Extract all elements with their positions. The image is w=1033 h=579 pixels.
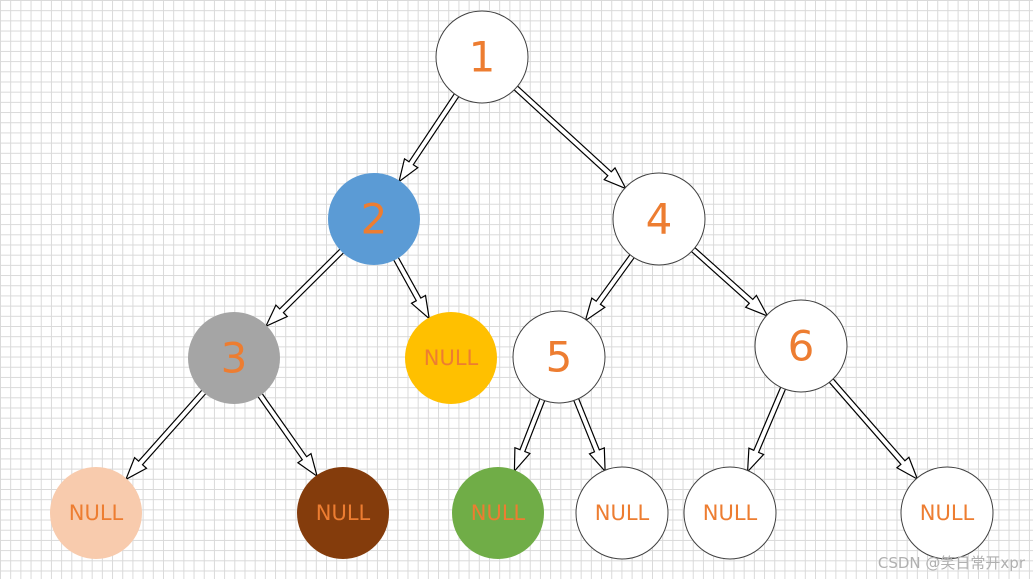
edge-arrow-n1-to-n2 xyxy=(398,91,461,184)
edge-arrow-n3-to-null-c xyxy=(256,391,319,478)
null-node-null-f: NULL xyxy=(683,466,777,560)
edge-arrow-n4-to-n6 xyxy=(689,245,769,318)
edge-arrow-n6-to-null-g xyxy=(827,376,919,481)
tree-node-n6: 6 xyxy=(754,299,848,393)
node-circle xyxy=(50,467,142,559)
edge-arrow-n2-to-n3 xyxy=(264,247,346,328)
tree-node-n3: 3 xyxy=(188,312,280,404)
node-circle xyxy=(683,466,777,560)
node-label: NULL xyxy=(69,501,124,525)
node-label: NULL xyxy=(703,501,758,525)
node-circle xyxy=(612,172,706,266)
node-label: NULL xyxy=(471,501,526,525)
edge-arrow-n2-to-null-a xyxy=(392,255,431,321)
node-circle xyxy=(452,467,544,559)
null-node-null-b: NULL xyxy=(50,467,142,559)
watermark: CSDN @笑日常开xpr xyxy=(877,554,1025,572)
node-circle xyxy=(754,299,848,393)
edge-arrow-n6-to-null-f xyxy=(746,384,787,474)
null-node-null-c: NULL xyxy=(297,467,389,559)
node-label: NULL xyxy=(595,501,650,525)
node-label: NULL xyxy=(316,501,371,525)
tree-node-n2: 2 xyxy=(328,173,420,265)
edge-arrow-n3-to-null-b xyxy=(124,388,208,481)
node-circle xyxy=(435,10,529,104)
null-node-null-d: NULL xyxy=(452,467,544,559)
node-circle xyxy=(512,310,606,404)
node-label: 4 xyxy=(646,195,673,244)
node-circle xyxy=(297,467,389,559)
null-node-null-a: NULL xyxy=(405,312,497,404)
node-circle xyxy=(405,312,497,404)
node-label: NULL xyxy=(920,501,975,525)
node-circle xyxy=(188,312,280,404)
node-label: 1 xyxy=(469,33,496,82)
edge-arrow-n4-to-n5 xyxy=(584,252,637,323)
tree-node-n4: 4 xyxy=(612,172,706,266)
node-label: 6 xyxy=(788,322,815,371)
edges-layer xyxy=(124,83,919,481)
node-circle xyxy=(328,173,420,265)
node-circle xyxy=(575,466,669,560)
node-circle xyxy=(900,466,994,560)
edge-arrow-n5-to-null-d xyxy=(513,396,547,473)
node-label: 2 xyxy=(361,195,388,244)
node-label: 3 xyxy=(221,334,248,383)
node-label: 5 xyxy=(546,333,573,382)
edge-arrow-n5-to-null-e xyxy=(572,396,606,473)
node-label: NULL xyxy=(424,346,479,370)
tree-node-n1: 1 xyxy=(435,10,529,104)
null-node-null-e: NULL xyxy=(575,466,669,560)
null-node-null-g: NULL xyxy=(900,466,994,560)
edge-arrow-n1-to-n4 xyxy=(511,83,628,190)
tree-node-n5: 5 xyxy=(512,310,606,404)
